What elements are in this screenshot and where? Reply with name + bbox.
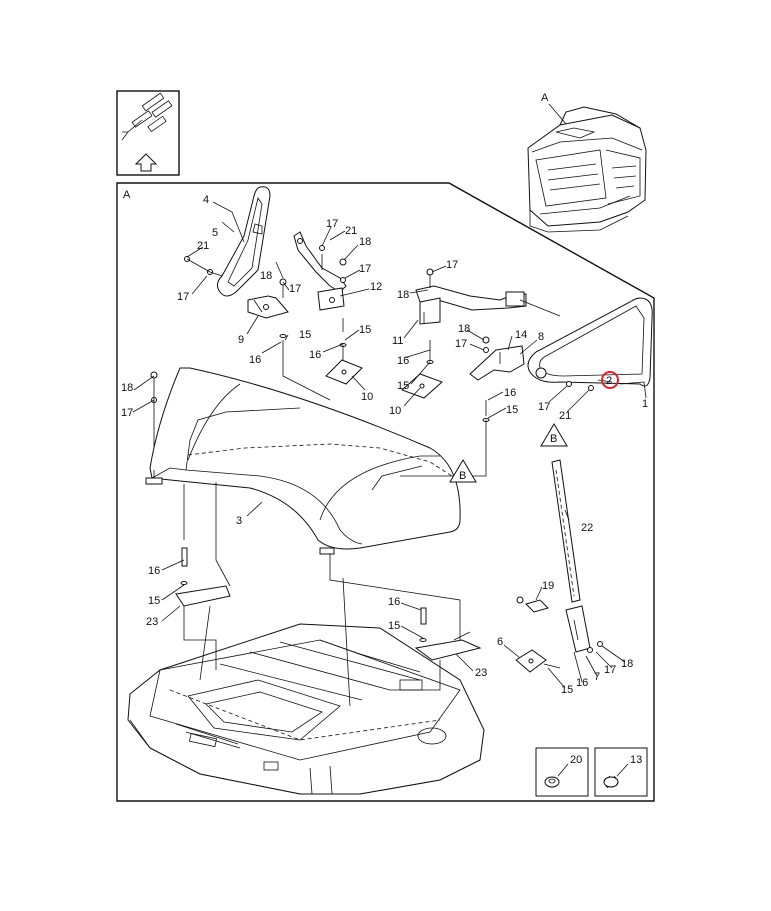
view-orientation-icon[interactable] — [116, 90, 180, 176]
callout-9: 9 — [238, 334, 244, 346]
vertical-strut-22[interactable] — [551, 459, 591, 653]
callout-15: 15 — [359, 324, 371, 336]
callout-18: 18 — [359, 236, 371, 248]
callout-17: 17 — [359, 263, 371, 275]
callout-16: 16 — [388, 596, 400, 608]
callout-1: 1 — [642, 398, 648, 410]
main-view-label: A — [123, 189, 131, 201]
bracket-9 — [247, 295, 289, 319]
cab-view-label: A — [541, 92, 549, 104]
cab-roof — [127, 623, 485, 795]
bracket-8 — [469, 345, 525, 381]
roof-deflector-panel[interactable] — [145, 367, 461, 555]
callout-21: 21 — [559, 410, 571, 422]
mounting-bracket-23 — [175, 585, 482, 661]
callout-12: 12 — [370, 281, 382, 293]
detail-box-13 — [594, 747, 648, 797]
main-view-frame — [116, 182, 655, 802]
callout-10: 10 — [361, 391, 373, 403]
callout-8: 8 — [538, 331, 544, 343]
right-side-deflector[interactable] — [527, 297, 653, 387]
callout-5: 5 — [212, 227, 218, 239]
callout-16: 16 — [576, 677, 588, 689]
callout-21: 21 — [197, 240, 209, 252]
callout-2-highlighted[interactable]: 2 — [601, 371, 619, 389]
callout-16: 16 — [249, 354, 261, 366]
callout-18: 18 — [621, 658, 633, 670]
callout-17: 17 — [289, 283, 301, 295]
right-support-arm — [415, 285, 527, 325]
callout-15: 15 — [299, 329, 311, 341]
strut-fasteners — [516, 596, 603, 653]
callout-labels: 4 5 21 17 18 17 9 15 16 17 21 18 17 12 1… — [121, 194, 648, 766]
callout-17: 17 — [455, 338, 467, 350]
callout-6: 6 — [497, 636, 503, 648]
callout-15: 15 — [388, 620, 400, 632]
left-support-arm — [293, 231, 347, 311]
callout-leaders — [132, 201, 647, 689]
assembly-lines — [153, 254, 561, 707]
callout-21: 21 — [345, 225, 357, 237]
callout-14: 14 — [515, 329, 527, 341]
base-plate-10 — [325, 359, 443, 399]
callout-15: 15 — [506, 404, 518, 416]
callout-15: 15 — [397, 380, 409, 392]
callout-16: 16 — [504, 387, 516, 399]
callout-11: 11 — [392, 335, 403, 347]
callout-18: 18 — [397, 289, 409, 301]
callout-22: 22 — [581, 522, 593, 534]
callout-15: 15 — [148, 595, 160, 607]
callout-23: 23 — [475, 667, 487, 679]
fastener-stacks — [150, 245, 594, 642]
svg-text:B: B — [459, 470, 466, 482]
callout-10: 10 — [389, 405, 401, 417]
callout-16: 16 — [148, 565, 160, 577]
callout-17: 17 — [177, 291, 189, 303]
detail-box-20 — [535, 747, 589, 797]
callout-17: 17 — [121, 407, 133, 419]
callout-23: 23 — [146, 616, 158, 628]
section-b-marker-2: B — [540, 423, 568, 447]
callout-15: 15 — [561, 684, 573, 696]
callout-17: 17 — [446, 259, 458, 271]
callout-4: 4 — [203, 194, 209, 206]
callout-18: 18 — [121, 382, 133, 394]
callout-2: 2 — [606, 375, 612, 387]
callout-7: 7 — [594, 671, 600, 683]
plate-6 — [515, 649, 547, 673]
callout-18: 18 — [260, 270, 272, 282]
cab-overview-image: A — [527, 92, 647, 233]
callout-20: 20 — [570, 754, 582, 766]
callout-17: 17 — [326, 218, 338, 230]
callout-17: 17 — [604, 664, 616, 676]
section-b-marker-1: B — [449, 459, 477, 483]
svg-text:B: B — [550, 433, 557, 445]
callout-16: 16 — [309, 349, 321, 361]
callout-17: 17 — [538, 401, 550, 413]
callout-3: 3 — [236, 515, 242, 527]
callout-16: 16 — [397, 355, 409, 367]
callout-13: 13 — [630, 754, 642, 766]
callout-18: 18 — [458, 323, 470, 335]
callout-19: 19 — [542, 580, 554, 592]
